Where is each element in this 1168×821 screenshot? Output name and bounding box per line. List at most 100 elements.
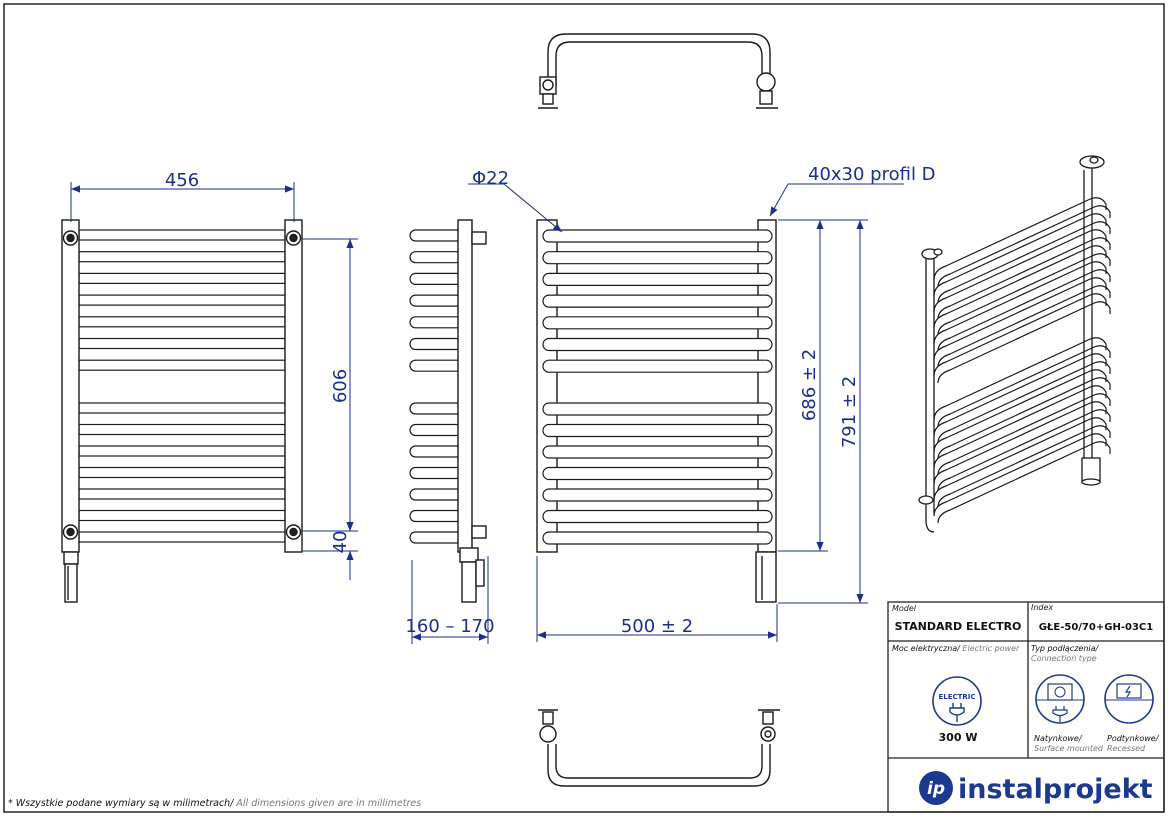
dim-height-total: 791 ± 2 [839, 376, 860, 448]
towel-bar [78, 423, 286, 436]
mount-bracket-bottom-left [62, 524, 79, 540]
recessed-icon [1104, 674, 1154, 724]
towel-bar [542, 316, 773, 330]
rear-left-collector [536, 219, 558, 553]
iso-bar [933, 417, 1107, 501]
mount-bracket-top-right [285, 230, 302, 246]
dim-height-inner: 686 ± 2 [799, 349, 820, 421]
bar-end [409, 359, 463, 372]
bar-end [409, 466, 463, 480]
brand-logo-mark: ip [927, 779, 945, 799]
iso-bar [933, 433, 1107, 517]
towel-bar [542, 423, 773, 438]
iso-bar [933, 229, 1107, 313]
towel-bar [542, 402, 773, 416]
bar-end [409, 251, 463, 264]
power-label-pl: Moc elektryczna/ [892, 644, 961, 653]
iso-bar [933, 213, 1107, 297]
power-label-en: Electric power [960, 644, 1020, 653]
iso-bar [933, 293, 1107, 377]
surface-label-pl: Natynkowe/ [1034, 734, 1083, 743]
power-label: Moc elektryczna/ Electric power [892, 644, 1020, 653]
brand-name: instalprojekt [958, 774, 1153, 805]
model-value: STANDARD ELECTRO [895, 620, 1022, 633]
towel-bar [542, 359, 773, 373]
iso-bar [933, 353, 1107, 437]
iso-bar [933, 401, 1107, 485]
towel-bar [542, 488, 773, 502]
heating-element-side [459, 547, 485, 603]
towel-bar [542, 251, 773, 265]
side-bars [409, 229, 463, 544]
iso-bar [933, 337, 1107, 421]
towel-bar [78, 359, 286, 371]
front-right-collector [284, 219, 303, 553]
iso-bar [933, 245, 1107, 329]
towel-bar [78, 272, 286, 284]
connection-label-en: Connection type [1031, 654, 1097, 663]
towel-bar [78, 316, 286, 328]
dim-depth: 160 – 170 [405, 616, 494, 637]
iso-bar [933, 385, 1107, 469]
bottom-view [538, 709, 780, 787]
iso-bar [933, 197, 1107, 281]
towel-bar [78, 488, 286, 500]
towel-bar [78, 509, 286, 522]
bar-end [409, 445, 463, 458]
towel-bar [78, 337, 286, 350]
sheet-border [3, 3, 1165, 813]
bar-end [409, 229, 463, 242]
towel-bar [542, 445, 773, 459]
bar-end [409, 337, 463, 351]
dim-width-axis: 500 ± 2 [621, 616, 693, 637]
towel-bar [542, 466, 773, 481]
bar-end [409, 423, 463, 437]
electric-icon: ELECTRIC [932, 676, 982, 726]
iso-bar [933, 369, 1107, 453]
towel-bar [542, 272, 773, 286]
dim-spacing-vertical: 606 [330, 369, 351, 403]
index-value: GŁE-50/70+GH-03C1 [1039, 622, 1153, 633]
towel-bar [542, 509, 773, 524]
index-label: Index [1031, 603, 1053, 612]
side-view [409, 219, 487, 603]
bar-end [409, 272, 463, 285]
brand-logo: ip instalprojekt [919, 771, 1153, 805]
towel-bar [78, 294, 286, 306]
rear-bars [542, 229, 773, 545]
towel-bar [542, 531, 773, 545]
rear-right-collector [757, 219, 777, 553]
surface-mounted-icon [1035, 674, 1085, 724]
footnote-en: All dimensions given are in millimetres [233, 798, 421, 809]
rear-view [536, 219, 777, 603]
towel-bar [78, 445, 286, 457]
towel-bar [78, 402, 286, 414]
connection-label-pl: Typ podłączenia/ [1031, 644, 1100, 653]
heating-element-front [63, 551, 79, 603]
bar-end [409, 316, 463, 329]
power-value: 300 W [939, 731, 978, 744]
recessed-label-pl: Podtynkowe/ [1107, 734, 1160, 743]
side-wall-bracket-top [471, 231, 487, 245]
side-collector [457, 219, 473, 553]
front-view [61, 219, 303, 603]
bar-end [409, 509, 463, 523]
footnote: * Wszystkie podane wymiary są w milimetr… [8, 798, 421, 809]
towel-bar [78, 251, 286, 263]
dim-tube-diameter: Φ22 [472, 168, 509, 189]
dimension-lines [70, 182, 904, 644]
spec-table: Model STANDARD ELECTRO Index GŁE-50/70+G… [887, 601, 1165, 813]
recessed-label-en: Recessed [1107, 744, 1146, 753]
footnote-pl: * Wszystkie podane wymiary są w milimetr… [8, 798, 235, 809]
iso-bar [933, 277, 1107, 361]
iso-bar [933, 261, 1107, 345]
front-left-collector [61, 219, 80, 553]
model-label: Model [892, 604, 917, 613]
bar-end [409, 402, 463, 415]
isometric-view [918, 155, 1111, 533]
top-view [538, 33, 778, 109]
dimension-labels: 456 606 40 Φ22 40x30 profil D 160 – 170 … [165, 164, 936, 637]
mount-bracket-bottom-right [285, 524, 302, 540]
